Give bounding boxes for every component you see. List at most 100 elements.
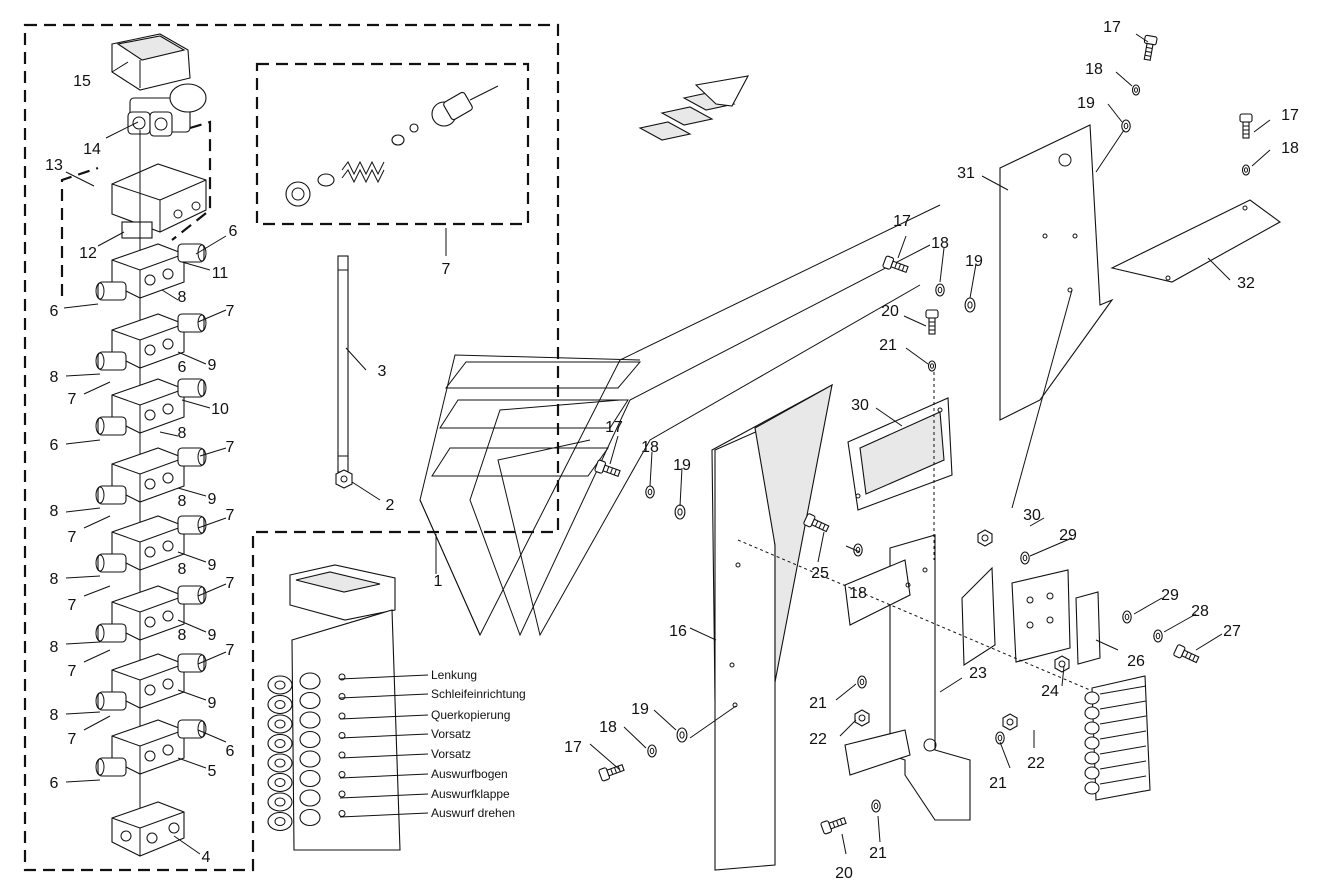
leader-line <box>905 347 929 365</box>
bolt <box>820 817 847 835</box>
callout-number: 8 <box>50 503 59 520</box>
leader-line <box>939 677 963 693</box>
leader-line <box>177 689 207 701</box>
callout-number: 21 <box>809 695 827 712</box>
callout-number: 14 <box>83 141 101 158</box>
bolt <box>803 513 830 533</box>
callout-number: 6 <box>229 223 238 240</box>
callout-number: 8 <box>50 571 59 588</box>
callout-number: 26 <box>1127 653 1145 670</box>
washer <box>1020 551 1030 565</box>
part-13-boundary <box>60 120 212 296</box>
leader-line <box>159 431 179 437</box>
callout-number: 8 <box>178 493 187 510</box>
leader-line <box>161 289 179 301</box>
callout-number: 11 <box>212 265 229 282</box>
port <box>267 733 293 754</box>
leader-line <box>1095 129 1125 173</box>
callout-number: 22 <box>809 731 827 748</box>
callout-number: 5 <box>208 763 217 780</box>
bolt <box>925 309 939 335</box>
leader-line <box>679 467 683 507</box>
callout-number: 29 <box>1059 527 1077 544</box>
callout-number: 7 <box>226 507 235 524</box>
leader-line <box>877 815 881 843</box>
valve-section <box>95 585 207 643</box>
callout-number: 2 <box>386 497 395 514</box>
callout-number: 7 <box>226 303 235 320</box>
leader-line <box>841 833 847 855</box>
fasteners <box>594 34 1253 835</box>
cover-panel-part-16 <box>711 383 833 871</box>
leader-line <box>65 171 95 187</box>
callout-number: 1 <box>434 573 443 590</box>
bolt <box>594 459 621 477</box>
callout-number: 9 <box>208 695 217 712</box>
washer <box>1153 629 1163 643</box>
callout-number: 18 <box>599 719 617 736</box>
end-plate-part-4 <box>111 801 185 857</box>
callout-number: 30 <box>1023 507 1041 524</box>
leader-line <box>65 373 101 377</box>
callout-number: 19 <box>631 701 649 718</box>
port <box>267 792 293 812</box>
washer <box>1122 610 1132 624</box>
valve-block-part-26 <box>961 566 1101 666</box>
function-leader <box>339 693 429 699</box>
callout-number: 29 <box>1161 587 1179 604</box>
leader-line <box>197 309 227 323</box>
valve-section <box>95 243 207 301</box>
valve-section <box>95 515 207 573</box>
function-labels: LenkungSchleifeinrichtungQuerkopierungVo… <box>339 668 526 820</box>
callout-number: 24 <box>1041 683 1059 700</box>
leader-line <box>83 715 111 731</box>
function-label: Vorsatz <box>431 747 471 761</box>
washer <box>871 799 881 813</box>
callout-number: 21 <box>879 337 897 354</box>
leader-line <box>1163 613 1197 633</box>
valve-block-assembly <box>267 564 401 851</box>
leader-line <box>1029 517 1045 527</box>
direction-arrow-icon <box>638 75 750 141</box>
washer <box>1241 164 1251 176</box>
leader-line <box>939 247 945 283</box>
callout-number: 19 <box>1077 95 1095 112</box>
leader-line <box>1253 119 1271 133</box>
washer <box>1121 119 1131 133</box>
function-label: Auswurfklappe <box>431 787 510 801</box>
leader-line <box>105 121 139 139</box>
leader-line <box>83 649 111 663</box>
callout-number: 9 <box>208 557 217 574</box>
callout-number: 19 <box>965 253 983 270</box>
callout-number: 21 <box>869 845 887 862</box>
leader-line <box>1133 597 1163 615</box>
washer <box>676 727 688 743</box>
callout-number: 13 <box>45 157 63 174</box>
callout-number: 8 <box>178 289 187 306</box>
leader-line <box>97 231 125 247</box>
leader-line <box>649 451 653 487</box>
leader-line <box>981 175 1009 191</box>
callout-number: 28 <box>1191 603 1209 620</box>
block-part-13 <box>111 163 207 239</box>
function-leader <box>339 773 429 779</box>
washer <box>935 283 945 297</box>
leader-line <box>969 263 977 299</box>
function-label: Querkopierung <box>431 708 510 722</box>
function-leader <box>339 714 429 720</box>
leader-line <box>65 507 101 513</box>
leader-line <box>903 315 927 327</box>
leader-line <box>195 235 227 255</box>
function-leader <box>339 793 429 799</box>
valve-section <box>95 447 207 505</box>
leader-lines <box>63 33 1271 855</box>
nut-part-2 <box>335 469 353 489</box>
callout-number: 10 <box>211 401 229 418</box>
port <box>267 694 293 715</box>
leader-line <box>999 741 1011 769</box>
leader-line <box>173 835 201 855</box>
leader-line <box>65 711 101 715</box>
distributor-block <box>1084 675 1151 801</box>
callout-number: 18 <box>931 235 949 252</box>
